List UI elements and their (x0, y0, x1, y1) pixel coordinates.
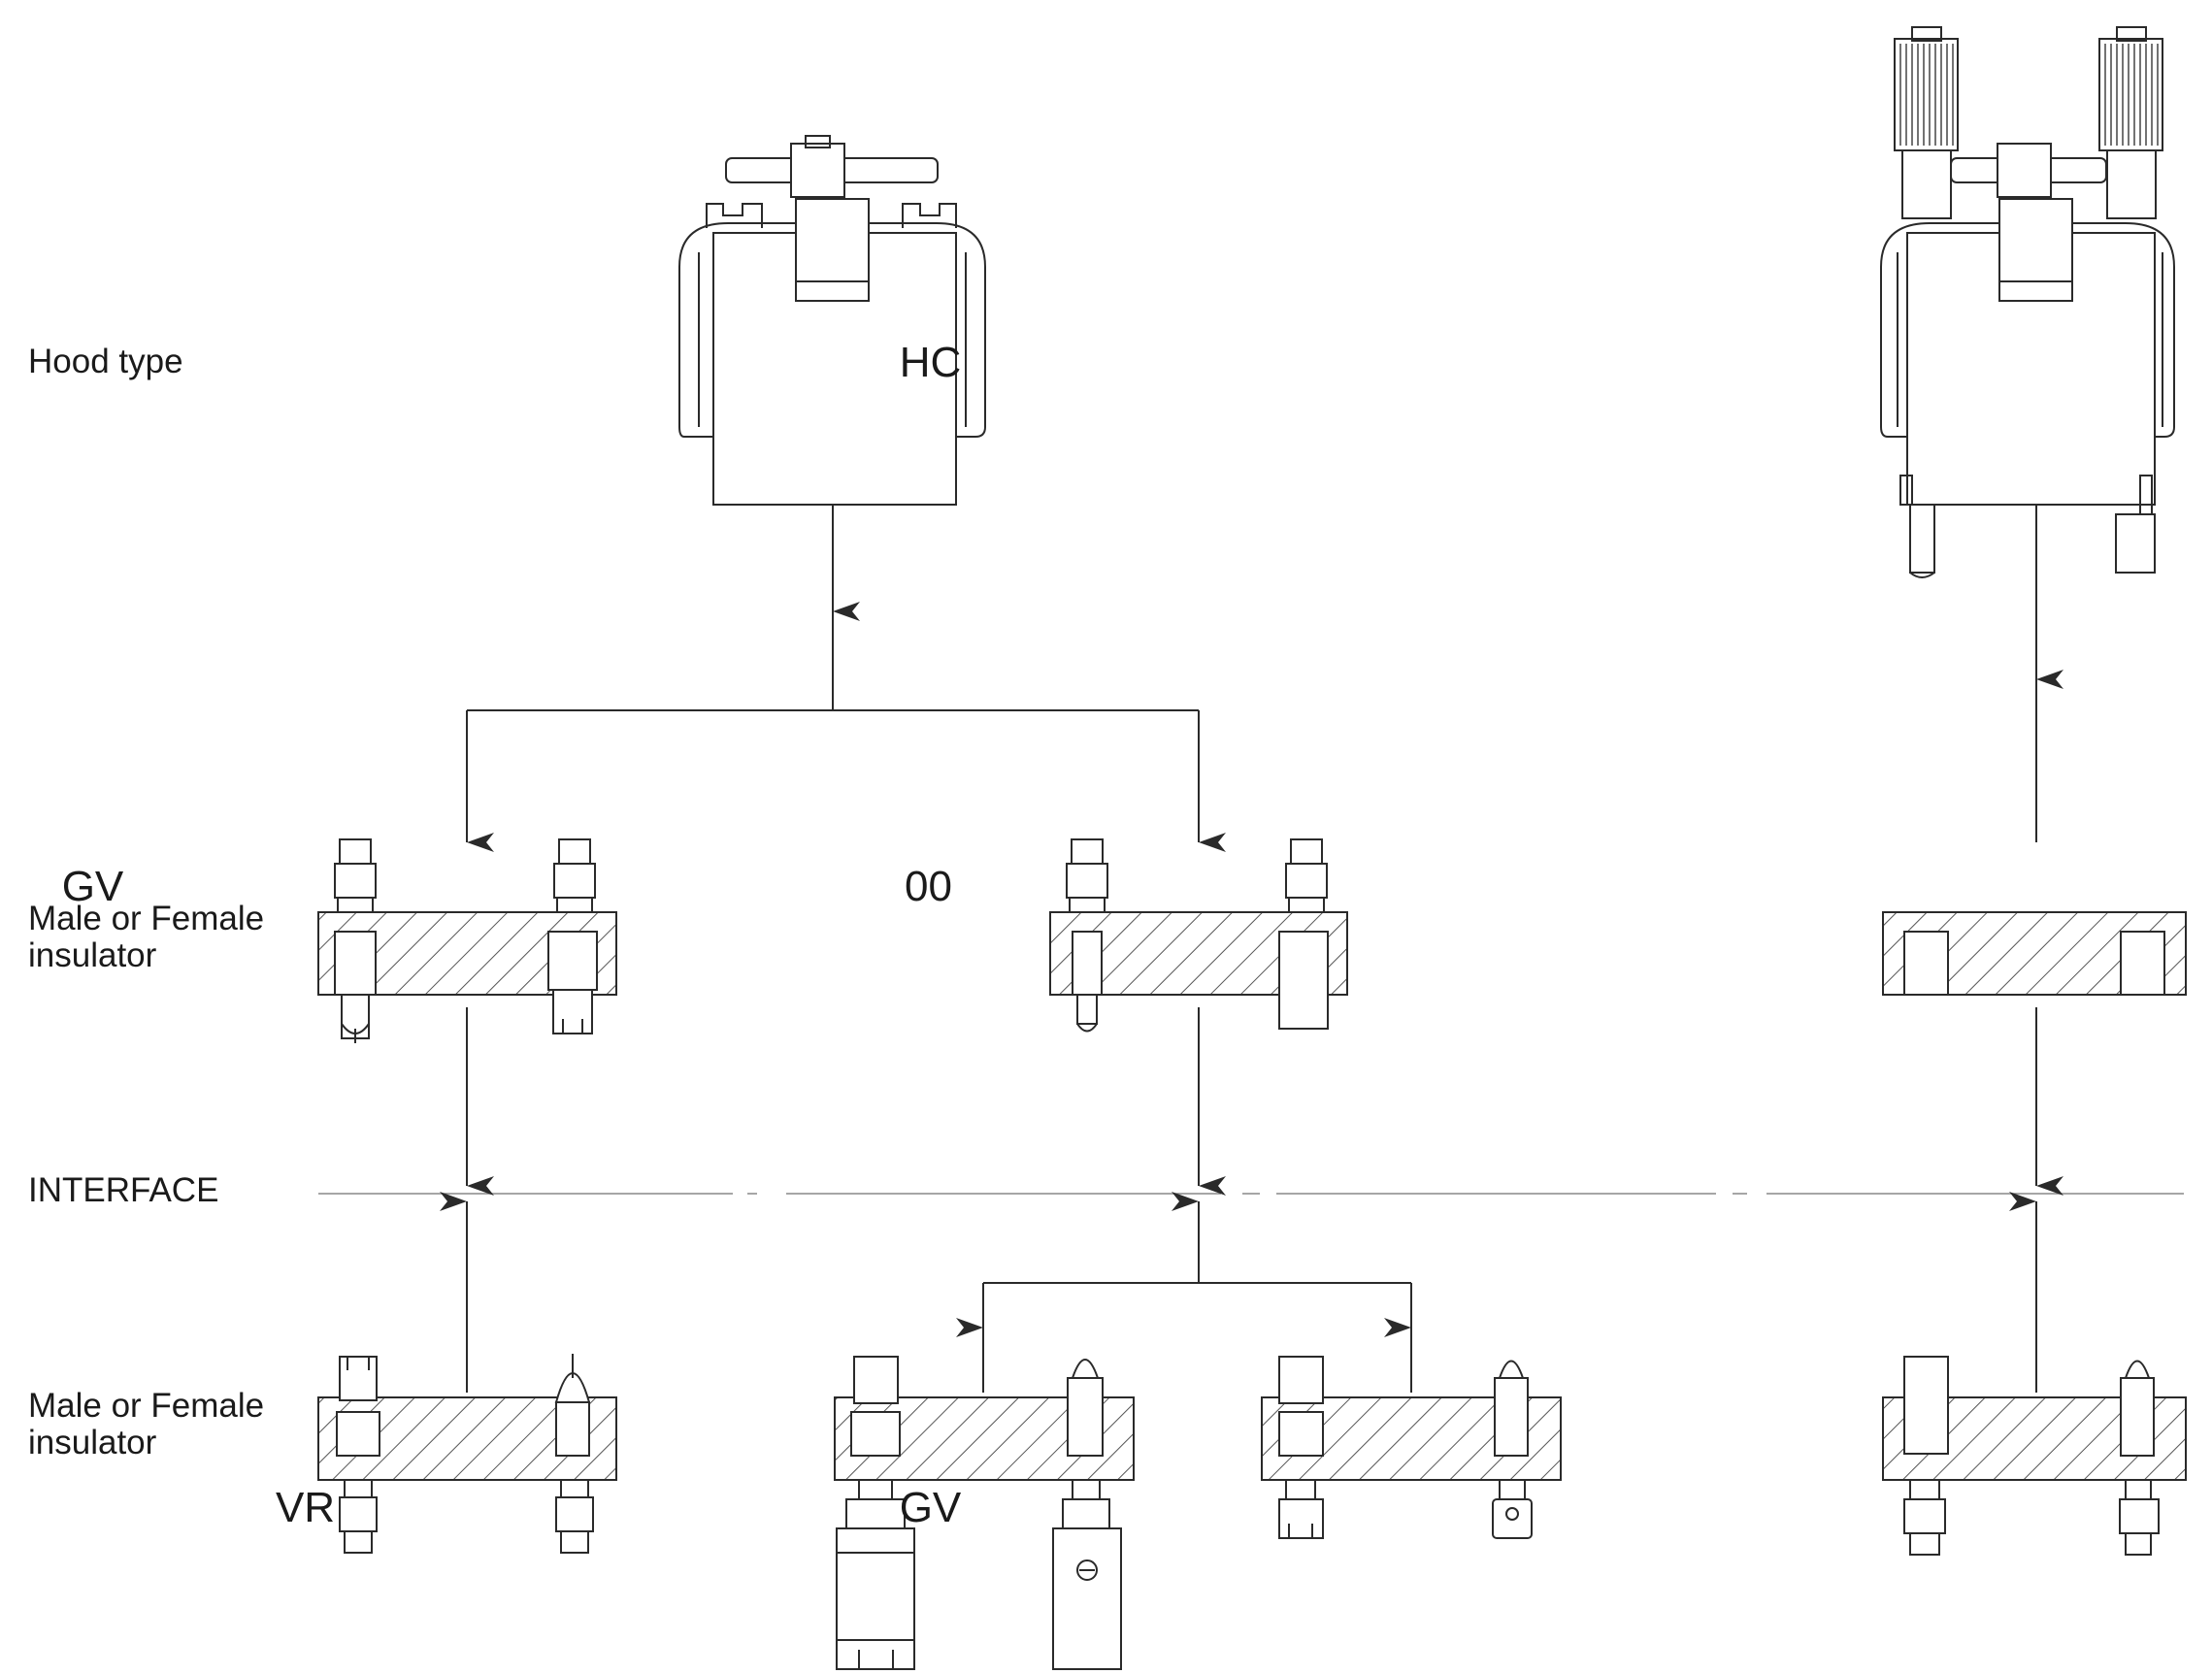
lower-code-vr: VR (276, 1484, 335, 1531)
lower-insulator-vl-drawing (834, 1356, 1135, 1670)
interface-arrows (440, 1007, 2063, 1393)
hood-ha-drawing (678, 135, 986, 506)
upper-code-gv: GV (62, 863, 124, 910)
row-label-hood-type: Hood type (28, 343, 183, 380)
upper-insulator-gv-drawing (1049, 838, 1348, 1033)
lower-insulator-g3-drawing (317, 1354, 617, 1554)
row-label-interface: INTERFACE (28, 1171, 219, 1209)
upper-code-00: 00 (905, 863, 952, 910)
row-label-lower-insulator: Male or Female insulator (28, 1387, 265, 1461)
upper-insulator-g3-drawing (317, 838, 617, 1043)
lower-insulator-gv-drawing (1882, 1356, 2187, 1556)
lower-code-gv: GV (900, 1484, 962, 1531)
hood-code-hc: HC (900, 339, 962, 386)
hood-ha-branch-lines (466, 505, 1226, 852)
row-label-upper-insulator: Male or Female insulator (28, 900, 265, 974)
hood-hc-drawing (1880, 26, 2175, 578)
lower-insulator-vr-drawing (1261, 1356, 1562, 1539)
upper-insulator-00-drawing (1882, 911, 2187, 996)
